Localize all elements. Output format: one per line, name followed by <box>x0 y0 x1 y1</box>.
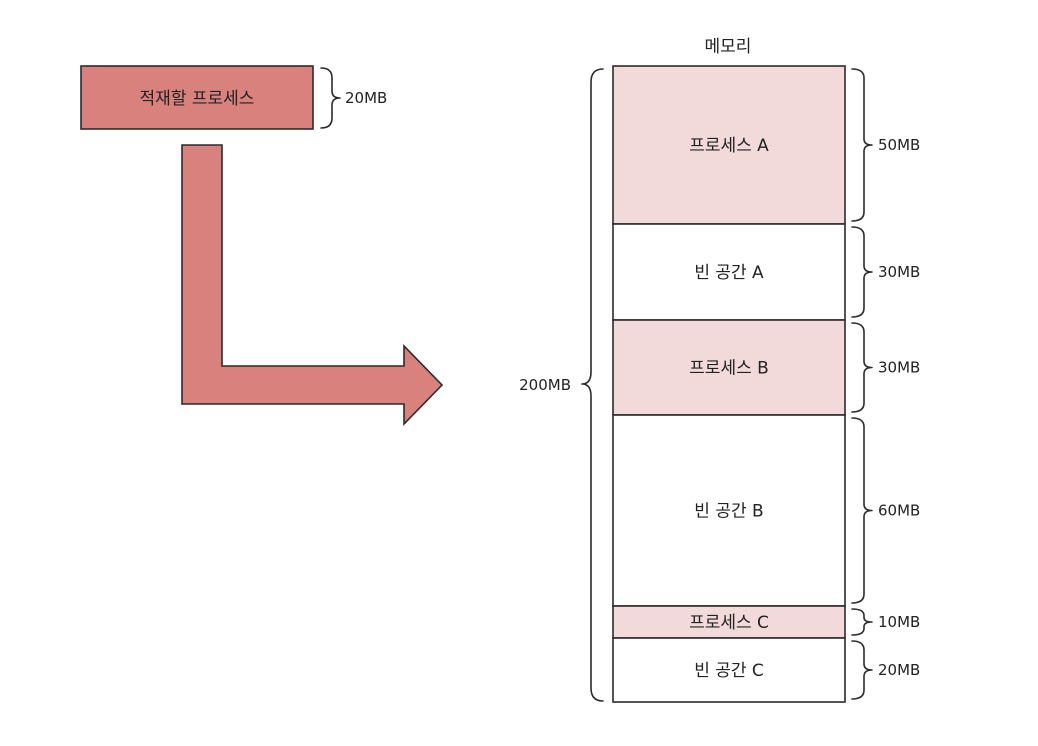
incoming-process-size: 20MB <box>345 89 387 107</box>
incoming-process-brace <box>320 67 341 129</box>
memory-block-size: 60MB <box>878 502 920 520</box>
memory-block-brace <box>851 640 873 700</box>
memory-block-label: 프로세스 B <box>689 359 769 379</box>
memory-block-label: 프로세스 A <box>689 136 769 156</box>
memory-block-free <box>612 637 846 703</box>
memory-block-size: 30MB <box>878 263 920 281</box>
incoming-process-box <box>80 65 314 130</box>
incoming-process: 적재할 프로세스 20MB <box>80 65 387 130</box>
memory-block-brace <box>851 322 873 413</box>
memory-column: 메모리 프로세스 A 빈 공간 A 프로세스 B 빈 공간 B 프로세스 C 빈 공간 C… <box>519 37 920 703</box>
memory-block-label: 빈 공간 B <box>694 502 763 522</box>
allocation-arrow <box>181 144 444 426</box>
memory-block-label: 빈 공간 C <box>694 661 764 681</box>
memory-size-braces: 50MB 30MB 30MB 60MB 10MB 20MB <box>851 68 920 700</box>
memory-block-size: 50MB <box>878 136 920 154</box>
memory-block-label: 빈 공간 A <box>694 263 764 283</box>
memory-block-process <box>612 65 846 225</box>
memory-block-label: 프로세스 C <box>689 613 769 633</box>
memory-block-brace <box>851 417 873 604</box>
memory-block-brace <box>851 608 873 636</box>
memory-block-process <box>612 319 846 416</box>
memory-block-free <box>612 223 846 321</box>
memory-block-size: 20MB <box>878 661 920 679</box>
incoming-process-label: 적재할 프로세스 <box>140 89 255 109</box>
memory-blocks: 프로세스 A 빈 공간 A 프로세스 B 빈 공간 B 프로세스 C 빈 공간 C <box>612 65 846 703</box>
memory-block-brace <box>851 68 873 222</box>
memory-block-size: 10MB <box>878 613 920 631</box>
memory-block-brace <box>851 226 873 318</box>
memory-total-size: 200MB <box>519 376 571 394</box>
memory-block-size: 30MB <box>878 359 920 377</box>
memory-block-free <box>612 414 846 607</box>
memory-title: 메모리 <box>705 37 752 57</box>
memory-block-process <box>612 605 846 639</box>
memory-total-brace <box>581 68 604 702</box>
